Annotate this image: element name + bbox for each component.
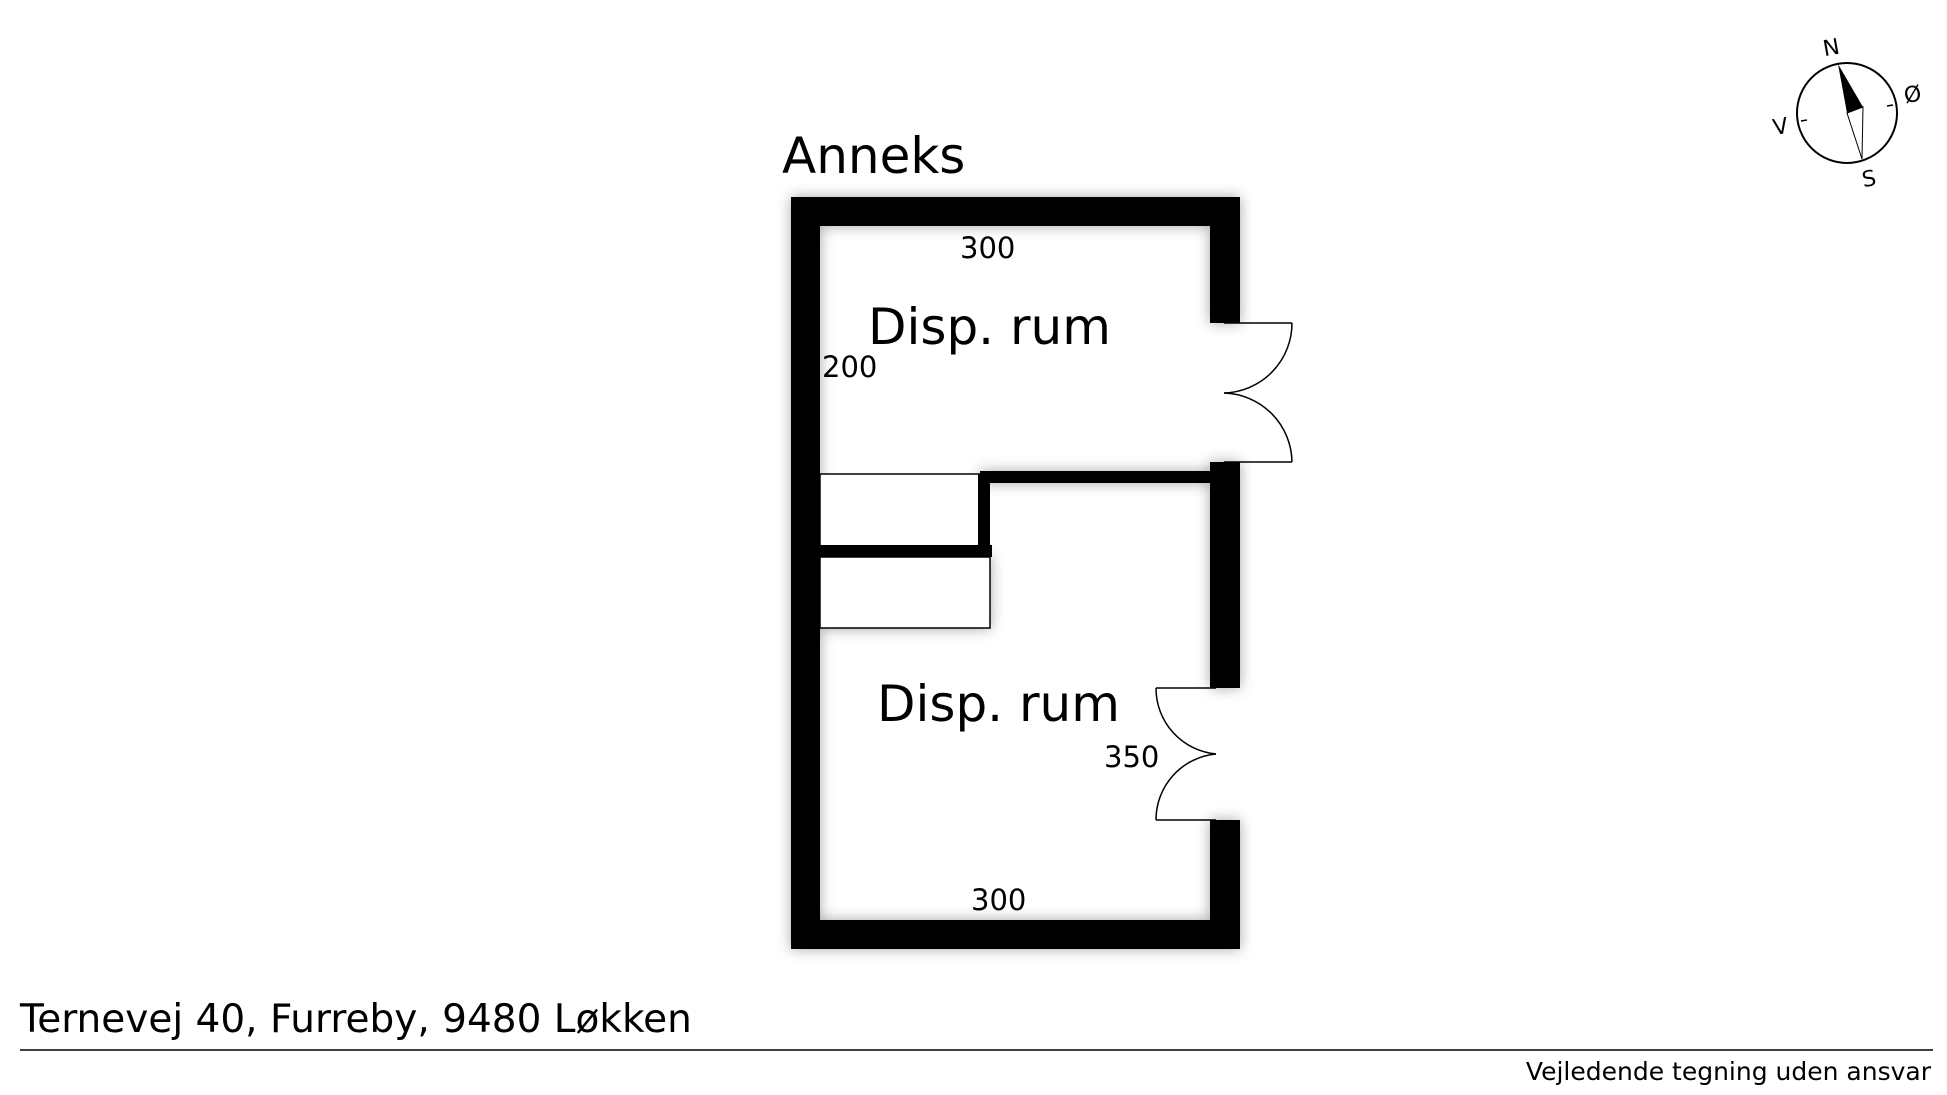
address-text: Ternevej 40, Furreby, 9480 Løkken: [19, 997, 692, 1042]
compass-tick-west: [1800, 119, 1808, 122]
double-door-lower: [1155, 687, 1217, 821]
dimension-lower-width: 300: [971, 883, 1026, 917]
wall-bottom: [791, 920, 1240, 949]
wall-right-upper: [1210, 197, 1240, 323]
compass-rose: N Ø S V: [1771, 35, 1923, 193]
niche-post: [978, 474, 990, 557]
wall-top: [791, 197, 1240, 226]
room-label-upper: Disp. rum: [868, 298, 1111, 356]
compass-label-north: N: [1821, 35, 1842, 62]
wall-left: [791, 197, 820, 949]
compass-label-east: Ø: [1902, 82, 1923, 110]
double-door-upper: [1223, 322, 1293, 463]
compass-needle-south-icon: [1846, 106, 1864, 160]
niche-box-upper: [819, 473, 983, 547]
plan-title: Anneks: [782, 127, 965, 185]
dimension-lower-depth: 350: [1104, 740, 1159, 774]
room-label-lower: Disp. rum: [877, 675, 1120, 733]
wall-partition: [980, 471, 1220, 483]
niche-shelf: [820, 545, 992, 557]
storage-niche: [819, 473, 992, 629]
compass-needle-north-icon: [1838, 64, 1863, 113]
compass-label-south: S: [1860, 166, 1878, 193]
wall-right-middle: [1210, 462, 1240, 688]
disclaimer-text: Vejledende tegning uden ansvar: [1526, 1057, 1932, 1086]
wall-right-lower: [1210, 820, 1240, 949]
dimension-upper-width: 300: [960, 231, 1015, 265]
niche-box-lower: [819, 556, 991, 629]
compass-label-west: V: [1771, 114, 1790, 141]
dimension-upper-depth: 200: [822, 350, 877, 384]
walls: [791, 197, 1240, 949]
compass-tick-east: [1886, 104, 1894, 107]
